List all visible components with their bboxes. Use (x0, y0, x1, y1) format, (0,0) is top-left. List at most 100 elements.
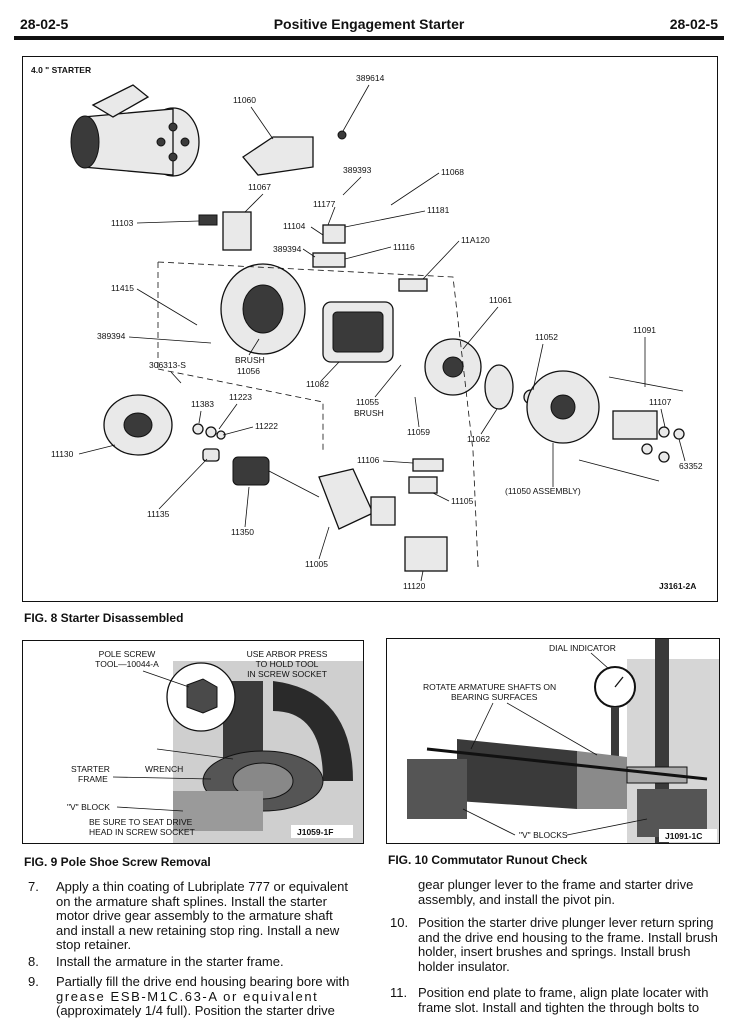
label-screw-socket: IN SCREW SOCKET (247, 669, 327, 679)
step-number: 9. (28, 974, 39, 989)
label-389394-a: 389394 (273, 244, 302, 254)
plunger (322, 224, 346, 244)
label-11116: 11116 (393, 242, 415, 252)
step-line: on the armature shaft splines. Install t… (56, 893, 327, 909)
fig8-section-label: 4.0 " STARTER (31, 65, 91, 75)
label-hold-tool: TO HOLD TOOL (256, 659, 319, 669)
fig9-ref-code: J1059-1F (297, 827, 333, 837)
step-text: Position end plate to frame, align plate… (418, 985, 726, 1015)
label-frame: FRAME (78, 774, 108, 784)
label-11A120: 11A120 (461, 235, 490, 245)
fig9-caption: FIG. 9 Pole Shoe Screw Removal (24, 855, 211, 869)
label-389394-b: 389394 (97, 331, 126, 341)
brush-insulator (398, 278, 428, 292)
label-11050-assembly: (11050 ASSEMBLY) (505, 486, 581, 496)
label-11062: 11062 (467, 434, 490, 444)
label-11068: 11068 (441, 167, 464, 177)
step-number: 11. (390, 985, 408, 1000)
step-line: gear plunger lever to the frame and star… (418, 877, 694, 892)
label-arbor-press: USE ARBOR PRESS (247, 649, 328, 659)
page-title: Positive Engagement Starter (273, 16, 465, 32)
page-number-left: 28-02-5 (20, 16, 69, 32)
terminal-nut (337, 130, 347, 140)
step-line: holder, insert brushes and springs. Inst… (418, 944, 691, 959)
fig8-caption: FIG. 8 Starter Disassembled (24, 611, 184, 625)
step-line: Install the armature in the starter fram… (56, 954, 284, 969)
label-11067: 11067 (248, 182, 271, 192)
label-11082: 11082 (306, 379, 329, 389)
label-11383: 11383 (191, 399, 214, 409)
label-11005: 11005 (305, 559, 328, 569)
step-line: Partially fill the drive end housing bea… (56, 974, 350, 989)
return-spring (198, 214, 218, 226)
step-line: Apply a thin coating of Lubriplate 777 o… (56, 879, 348, 894)
label-11091: 11091 (633, 325, 656, 335)
label-11181: 11181 (427, 205, 450, 215)
header-rule (14, 36, 724, 40)
label-11177: 11177 (313, 199, 336, 209)
label-brush-2: BRUSH (354, 408, 384, 418)
step-number: 10. (390, 915, 409, 930)
step-text: Install the armature in the starter fram… (56, 954, 368, 970)
fig10-ref-code: J1091-1C (665, 831, 702, 841)
step-number: 8. (28, 954, 39, 969)
label-v-blocks: "V" BLOCKS (519, 830, 568, 840)
drive-gear (232, 456, 270, 486)
label-bearing-surfaces: BEARING SURFACES (451, 692, 538, 702)
brush-block (408, 476, 438, 494)
plunger-lever (222, 211, 252, 251)
label-11059: 11059 (407, 427, 430, 437)
pole-screw-tool-icon (186, 678, 218, 714)
step-text: Apply a thin coating of Lubriplate 777 o… (56, 879, 368, 953)
fig8-drawing: 4.0 " STARTER (31, 65, 703, 591)
right-column-steps: gear plunger lever to the frame and star… (390, 877, 726, 1022)
label-11060: 11060 (233, 95, 256, 105)
insulator-plate (484, 364, 514, 410)
label-11056: 11056 (237, 366, 260, 376)
step-line: (approximately 1/4 full). Position the s… (56, 1003, 335, 1018)
label-v-block: "V" BLOCK (67, 802, 110, 812)
step-text: Position the starter drive plunger lever… (418, 915, 726, 974)
label-pole-screw-tool: TOOL—10044-A (95, 659, 159, 669)
label-63352: 63352 (679, 461, 703, 471)
brush-spring (412, 458, 444, 472)
label-11055: 11055 (356, 397, 379, 407)
label-11223: 11223 (229, 392, 252, 402)
label-11130: 11130 (51, 449, 74, 459)
label-starter: STARTER (71, 764, 110, 774)
label-11107: 11107 (649, 397, 672, 407)
step-line: assembly, and install the pivot pin. (418, 891, 616, 907)
label-11105: 11105 (451, 496, 474, 506)
step-line: holder insulator. (418, 958, 510, 974)
label-11104: 11104 (283, 221, 306, 231)
label-11222: 11222 (255, 421, 278, 431)
fig9-photo: POLE SCREW TOOL—10044-A USE ARBOR PRESS … (22, 640, 364, 844)
step-line: Position end plate to frame, align plate… (418, 985, 709, 1000)
fig10-photo: DIAL INDICATOR ROTATE ARMATURE SHAFTS ON… (386, 638, 720, 844)
label-11103: 11103 (111, 218, 134, 228)
label-brush-1: BRUSH (235, 355, 265, 365)
label-389393: 389393 (343, 165, 372, 175)
step-line: grease ESB-M1C.63-A or equivalent (56, 988, 319, 1004)
label-11106: 11106 (357, 455, 380, 465)
label-dial-indicator: DIAL INDICATOR (549, 643, 616, 653)
page-header: 28-02-5 Positive Engagement Starter 28-0… (14, 10, 724, 34)
label-11120: 11120 (403, 581, 426, 591)
step-line: frame slot. Install and tighten the thro… (418, 999, 700, 1015)
label-389614: 389614 (356, 73, 385, 83)
step-line: stop retainer. (56, 937, 132, 952)
step-text: gear plunger lever to the frame and star… (418, 877, 726, 907)
label-11061: 11061 (489, 295, 512, 305)
left-v-block (407, 759, 467, 819)
brush-plate (612, 410, 658, 440)
step-line: motor drive gear assembly to the armatur… (56, 908, 333, 923)
step-number: 7. (28, 879, 39, 894)
label-wrench: WRENCH (145, 764, 183, 774)
assembled-starter-illustration (70, 84, 200, 177)
armature (318, 468, 374, 530)
label-seat-socket: HEAD IN SCREW SOCKET (89, 827, 195, 837)
label-rotate-armature: ROTATE ARMATURE SHAFTS ON (423, 682, 556, 692)
armature-icon (457, 739, 577, 809)
label-306313-s: 306313-S (149, 360, 186, 370)
fig9-drawing: POLE SCREW TOOL—10044-A USE ARBOR PRESS … (67, 649, 363, 843)
